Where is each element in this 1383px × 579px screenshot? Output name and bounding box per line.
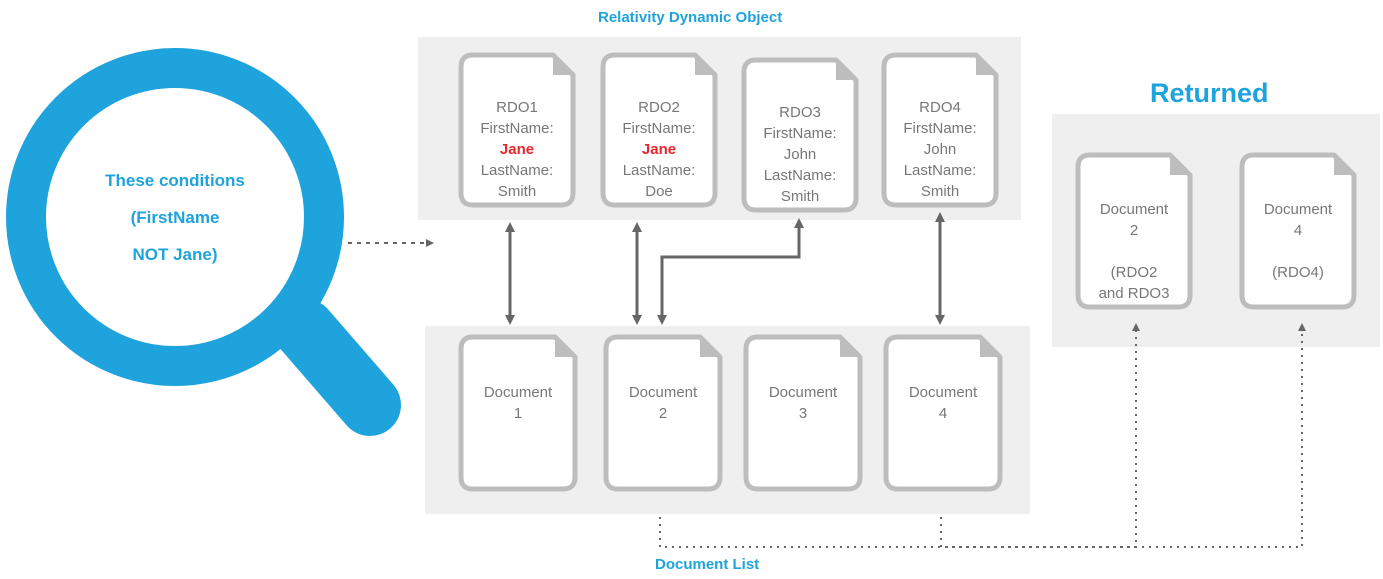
rdo-card-3-line: RDO3 bbox=[779, 104, 821, 121]
rdo-card-3-line: LastName: bbox=[763, 167, 837, 184]
rdo-card-2-body bbox=[600, 52, 718, 208]
returned-card-1-line: and RDO3 bbox=[1098, 285, 1170, 302]
document-card-2-fold bbox=[700, 337, 720, 357]
rdo-card-1-fold bbox=[553, 55, 573, 75]
document-card-1-line: Document bbox=[483, 384, 553, 401]
document-card-3 bbox=[743, 334, 863, 492]
rdo-card-4 bbox=[881, 52, 999, 208]
search-line: These conditions bbox=[105, 171, 245, 190]
document-card-2-line: 2 bbox=[658, 405, 668, 422]
magnifier-icon bbox=[6, 48, 401, 436]
returned-card-1-line bbox=[1078, 241, 1190, 262]
rdo-card-2-line: Jane bbox=[641, 141, 677, 158]
returned-card-2-body bbox=[1239, 152, 1357, 310]
returned-card-1-text: Document 2 (RDO2 and RDO3 bbox=[1078, 199, 1190, 304]
search-conditions: These conditions (FirstName NOT Jane) bbox=[75, 162, 275, 273]
returned-card-2-fold bbox=[1334, 155, 1354, 175]
document-card-4-body bbox=[883, 334, 1003, 492]
rdo-card-4-line: John bbox=[923, 141, 957, 158]
returned-card-2-line: 4 bbox=[1293, 222, 1303, 239]
returned-title: Returned bbox=[1150, 78, 1269, 108]
document-card-3-text: Document 3 bbox=[746, 382, 860, 424]
returned-card-2 bbox=[1239, 152, 1357, 310]
rdo-card-4-fold bbox=[976, 55, 996, 75]
rdo-card-4-line: RDO4 bbox=[919, 99, 961, 116]
return-path-doc2 bbox=[659, 323, 1140, 548]
document-card-3-body bbox=[743, 334, 863, 492]
returned-card-2-line: Document bbox=[1263, 201, 1333, 218]
document-card-2-text: Document 2 bbox=[606, 382, 720, 424]
rdo-card-1-line: LastName: bbox=[480, 162, 554, 179]
rdo-card-3-line: John bbox=[783, 146, 817, 163]
document-card-3-line: Document bbox=[768, 384, 838, 401]
document-list-label: Document List bbox=[655, 556, 760, 573]
return-path-doc4 bbox=[940, 323, 1306, 548]
rdo-card-1-body bbox=[458, 52, 576, 208]
rdo-card-2 bbox=[600, 52, 718, 208]
document-card-4-line: Document bbox=[908, 384, 978, 401]
search-line: (FirstName bbox=[130, 208, 220, 227]
returned-card-2-line: (RDO4) bbox=[1272, 264, 1324, 281]
document-card-4-text: Document 4 bbox=[886, 382, 1000, 424]
rdo-card-1 bbox=[458, 52, 576, 208]
rdo-card-2-line: Doe bbox=[645, 183, 673, 200]
returned-card-2-line bbox=[1242, 241, 1354, 262]
rdo-card-1-line: FirstName: bbox=[480, 120, 554, 137]
returned-card-1-line: Document bbox=[1099, 201, 1169, 218]
returned-card-2-text: Document 4 (RDO4) bbox=[1242, 199, 1354, 283]
search-line: NOT Jane) bbox=[132, 245, 218, 264]
rdo-card-2-fold bbox=[695, 55, 715, 75]
returned-card-1-line: 2 bbox=[1129, 222, 1139, 239]
document-card-1-body bbox=[458, 334, 578, 492]
document-card-4-line: 4 bbox=[938, 405, 948, 422]
rdo-card-2-line: FirstName: bbox=[622, 120, 696, 137]
document-card-4 bbox=[883, 334, 1003, 492]
rdo-card-1-line: Smith bbox=[497, 183, 537, 200]
link-arrow-rdo3-doc2 bbox=[657, 218, 804, 325]
rdo-card-3 bbox=[741, 57, 859, 213]
rdo-card-1-line: RDO1 bbox=[496, 99, 538, 116]
rdo-card-3-fold bbox=[836, 60, 856, 80]
returned-card-1 bbox=[1075, 152, 1193, 310]
rdo-card-3-line: FirstName: bbox=[763, 125, 837, 142]
rdo-card-2-line: RDO2 bbox=[638, 99, 680, 116]
rdo-card-4-line: FirstName: bbox=[903, 120, 977, 137]
document-card-2-body bbox=[603, 334, 723, 492]
document-card-3-line: 3 bbox=[798, 405, 808, 422]
rdo-card-3-line: Smith bbox=[780, 188, 820, 205]
document-card-4-fold bbox=[980, 337, 1000, 357]
rdo-card-3-body bbox=[741, 57, 859, 213]
rdo-card-4-line: Smith bbox=[920, 183, 960, 200]
returned-card-1-fold bbox=[1170, 155, 1190, 175]
rdo-title: Relativity Dynamic Object bbox=[598, 9, 783, 26]
document-card-1 bbox=[458, 334, 578, 492]
document-card-2-line: Document bbox=[628, 384, 698, 401]
rdo-card-2-line: LastName: bbox=[622, 162, 696, 179]
returned-card-1-line: (RDO2 bbox=[1110, 264, 1158, 281]
document-card-3-fold bbox=[840, 337, 860, 357]
document-card-1-line: 1 bbox=[513, 405, 523, 422]
document-card-2 bbox=[603, 334, 723, 492]
document-card-1-fold bbox=[555, 337, 575, 357]
rdo-card-4-line: LastName: bbox=[903, 162, 977, 179]
document-card-1-text: Document 1 bbox=[461, 382, 575, 424]
rdo-card-1-line: Jane bbox=[499, 141, 535, 158]
rdo-card-4-body bbox=[881, 52, 999, 208]
returned-card-1-body bbox=[1075, 152, 1193, 310]
